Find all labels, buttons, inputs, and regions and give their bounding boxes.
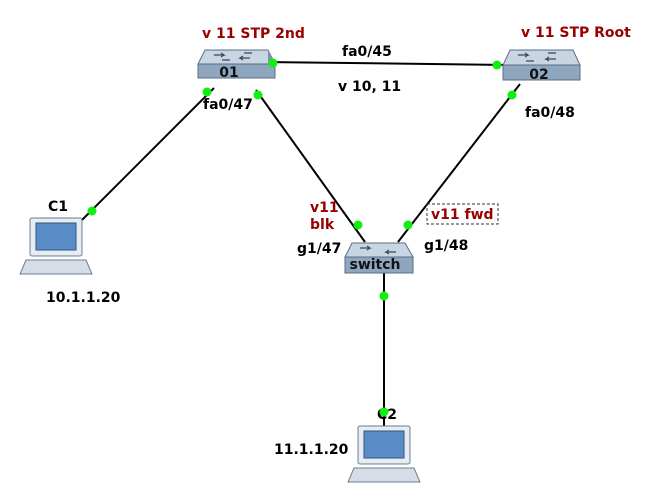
fwd-annotation-box [426,203,499,225]
interface-fa047: fa0/47 [203,97,253,113]
status-dot-switch-g148 [403,220,413,230]
switch-access[interactable]: switch [344,242,414,274]
link-status-dots [87,58,517,417]
computer-icon [347,425,421,483]
host-c2-ip: 11.1.1.20 [274,442,349,458]
interface-g148: g1/48 [424,238,468,254]
switch-icon [344,242,414,274]
switch-02-label: 02 [529,67,548,83]
interface-fa045: fa0/45 [342,44,392,60]
host-c2[interactable]: C2 [347,407,421,483]
status-dot-01-fa047-switch [253,90,263,100]
status-dot-c1 [87,206,97,216]
status-dot-switch-down [379,291,389,301]
g147-state-vlan: v11 [310,200,339,216]
switch-icon [502,49,581,81]
switch-01[interactable]: 01 [197,49,276,81]
stp-2nd-annotation: v 11 STP 2nd [202,26,305,42]
status-dot-02-fa045 [492,60,502,70]
g147-state-blocking: blk [310,217,335,233]
link-02-switch[interactable] [397,83,521,243]
status-dot-01-fa045 [268,58,278,68]
stp-root-annotation: v 11 STP Root [521,25,631,41]
switch-access-label: switch [349,257,400,273]
host-c1-label: C1 [48,199,68,215]
link-01-switch[interactable] [255,89,366,243]
link-01-02[interactable] [261,61,514,66]
g148-state-forwarding: v11 fwd [431,207,494,223]
status-dot-02-fa048 [507,90,517,100]
interface-g147: g1/47 [297,241,341,257]
interface-fa048: fa0/48 [525,105,575,121]
status-dot-c2 [379,407,389,417]
computer-icon [19,217,93,275]
switch-02[interactable]: 02 [502,49,581,83]
host-c1-ip: 10.1.1.20 [46,290,121,306]
switch-01-label: 01 [219,65,238,81]
link-01-c1[interactable] [79,87,215,223]
status-dot-01-fa047-c1 [202,87,212,97]
host-c1[interactable]: C1 [19,199,93,275]
status-dot-switch-g147 [353,220,363,230]
trunk-vlans-label: v 10, 11 [338,79,401,95]
